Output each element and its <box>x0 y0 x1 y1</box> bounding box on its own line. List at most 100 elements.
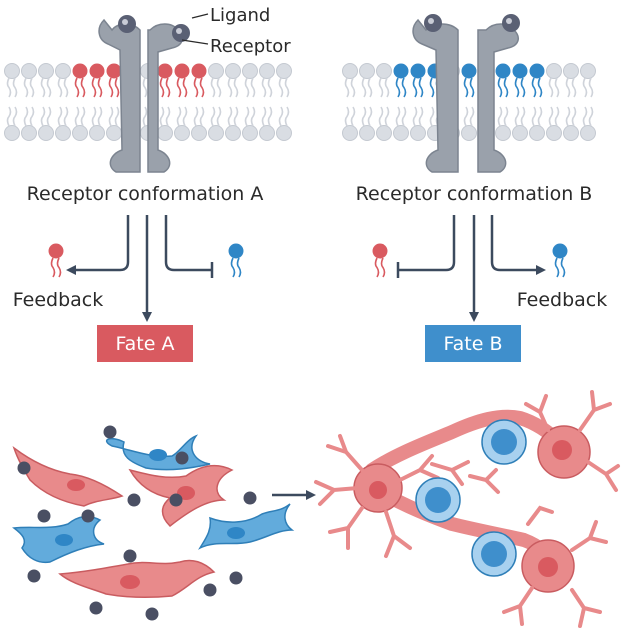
ligand-dot <box>27 569 41 583</box>
lipid-tail <box>350 77 356 98</box>
lipid-tail <box>401 106 407 127</box>
lipid-tail <box>210 77 216 98</box>
nucleus-icon <box>481 541 507 567</box>
lipid-tail <box>582 106 588 127</box>
ligand-dot <box>229 571 243 585</box>
lipid-tail <box>261 106 267 127</box>
lipid-tail <box>199 77 205 98</box>
lipid-tail <box>176 77 182 98</box>
nucleus-icon <box>538 557 558 577</box>
lipid-tail <box>497 106 503 127</box>
lipid-tail <box>6 106 12 127</box>
lipid-tail <box>91 106 97 127</box>
lipid-tail <box>418 77 424 98</box>
lipid-tail <box>537 77 543 98</box>
nucleus-icon <box>67 479 85 491</box>
lipid-tail <box>374 257 380 278</box>
lipid-tail <box>108 106 114 127</box>
ligand-dot <box>243 491 257 505</box>
lipid-head <box>376 125 392 141</box>
red-cell <box>12 445 124 507</box>
lipid-tail <box>412 106 418 127</box>
receptor-left-a <box>98 15 190 173</box>
free-lipids <box>48 243 568 278</box>
lipid-tail <box>216 106 222 127</box>
lipid-head <box>580 125 596 141</box>
lipid-tail <box>159 77 165 98</box>
lipid-tail <box>216 77 222 98</box>
feedback-left-label: Feedback <box>13 289 103 311</box>
lipid-head <box>157 63 173 79</box>
lipid-head <box>72 63 88 79</box>
lipid-tail <box>57 106 63 127</box>
membrane-right <box>342 63 596 141</box>
nucleus-icon <box>369 481 387 499</box>
lipid-tail <box>91 77 97 98</box>
lipid-tail <box>114 106 120 127</box>
lipid-tail <box>63 77 69 98</box>
lipid-tail <box>233 106 239 127</box>
lipid-head <box>89 63 105 79</box>
lipid-tail <box>182 77 188 98</box>
lipid-head <box>174 125 190 141</box>
lipid-tail <box>395 77 401 98</box>
receptor-right-b <box>412 14 520 173</box>
lipid-tail <box>108 77 114 98</box>
feedback-right-label: Feedback <box>517 289 607 311</box>
lipid-tail <box>165 106 171 127</box>
lipid-tail <box>344 77 350 98</box>
lipid-head <box>259 63 275 79</box>
lipid-head <box>242 63 258 79</box>
lipid-tail <box>250 77 256 98</box>
nucleus-icon <box>177 486 195 500</box>
lipid-tail <box>29 106 35 127</box>
lipid-tail <box>537 106 543 127</box>
inhibition-bar-icon <box>164 215 212 272</box>
lipid-tail <box>46 106 52 127</box>
lipid-tail <box>210 106 216 127</box>
lipid-tail <box>193 106 199 127</box>
lipid-head <box>563 125 579 141</box>
lipid-tail <box>497 77 503 98</box>
lipid-head <box>410 63 426 79</box>
lipid-head <box>4 63 20 79</box>
lipid-tail <box>531 77 537 98</box>
lipid-tail <box>429 77 435 98</box>
lipid-tail <box>267 77 273 98</box>
nucleus-icon <box>227 527 245 539</box>
lipid-tail <box>378 77 384 98</box>
lipid-head <box>372 243 388 259</box>
lipid-tail <box>514 77 520 98</box>
ligand-label: Ligand <box>210 5 270 26</box>
lipid-tail <box>571 106 577 127</box>
ligand-dot <box>89 601 103 615</box>
lipid-tail <box>40 77 46 98</box>
lipid-tail <box>554 77 560 98</box>
lipid-tail <box>469 106 475 127</box>
lipid-head <box>359 63 375 79</box>
lipid-tail <box>159 106 165 127</box>
inhibition-bar-icon <box>398 215 456 272</box>
dendrites <box>314 390 620 628</box>
lipid-tail <box>142 77 148 98</box>
lipid-tail <box>165 77 171 98</box>
arrow-right-icon <box>490 215 546 275</box>
lipid-head <box>512 63 528 79</box>
lipid-tail <box>380 257 386 278</box>
lipid-head <box>546 63 562 79</box>
lipid-tail <box>554 106 560 127</box>
lipid-tail <box>23 106 29 127</box>
conformation-a-label: Receptor conformation A <box>27 183 264 205</box>
lipid-head <box>342 125 358 141</box>
lipid-tail <box>74 77 80 98</box>
nucleus-icon <box>120 575 140 589</box>
lipid-tail <box>531 106 537 127</box>
lipid-tail <box>565 77 571 98</box>
lipid-tail <box>57 77 63 98</box>
cell-population-left <box>12 434 295 599</box>
nucleus-icon <box>149 449 167 461</box>
lipid-tail <box>384 106 390 127</box>
lipid-tail <box>23 77 29 98</box>
